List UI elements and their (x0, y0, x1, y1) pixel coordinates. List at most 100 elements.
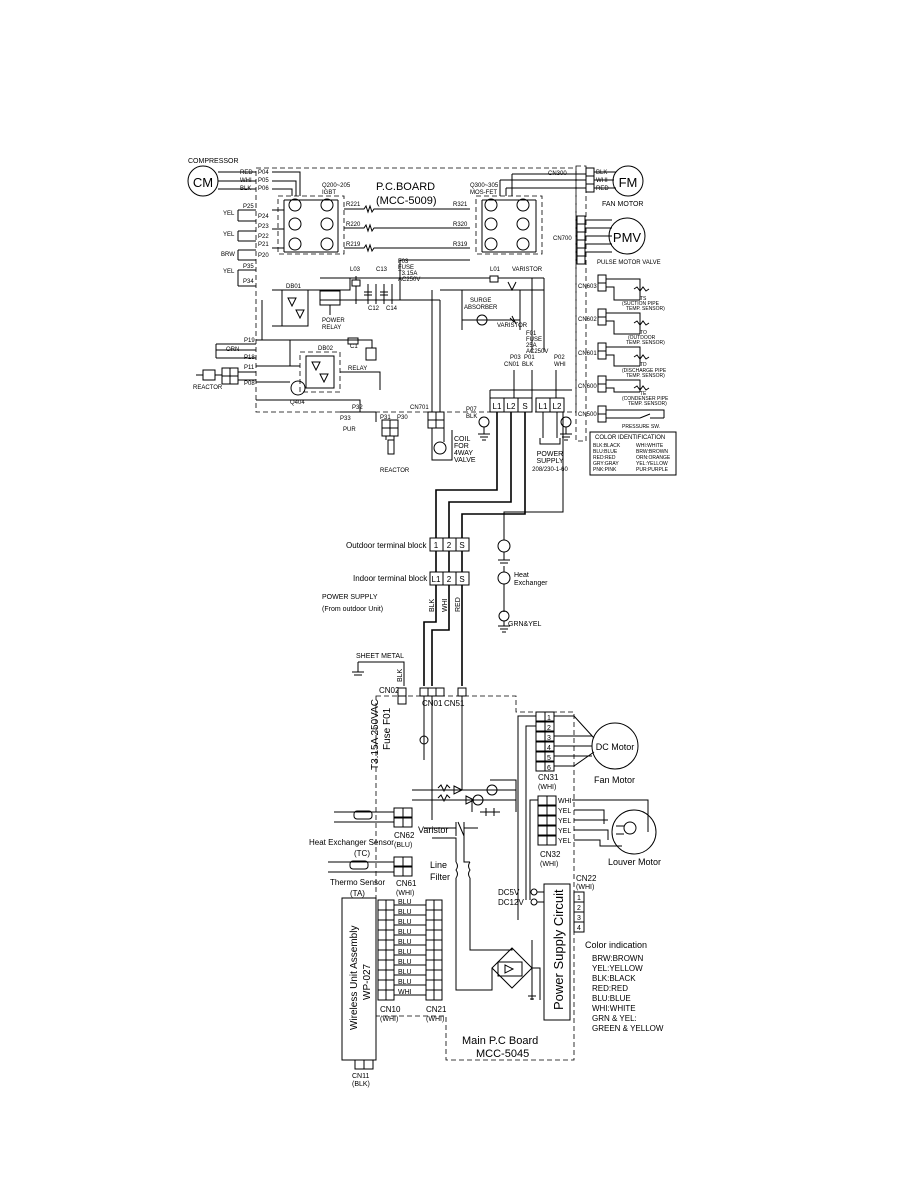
color-id-2-1: ORN:ORANGE (636, 455, 671, 461)
compressor-pin-1: P05 (258, 178, 269, 184)
fan-color-2: RED (596, 186, 609, 192)
pin-p24: P24 (258, 214, 269, 220)
color-id-0-1: WHI:WHITE (636, 443, 664, 449)
pin-p34: P34 (243, 279, 254, 285)
sensor-td-desc-0: (DISCHARGE PIPE (622, 368, 667, 374)
compressor-cm: CM (193, 175, 213, 190)
fuse-f03-2: T3.15A (398, 271, 417, 277)
outdoor-connector-strip (575, 165, 587, 442)
reactor-left-label: REACTOR (193, 385, 223, 391)
reactor-bottom-connector (381, 419, 399, 455)
sensor-to-desc-1: TEMP. SENSOR) (626, 340, 665, 346)
fan-pin-1: 1 (547, 715, 551, 722)
hx-sensor-label: Heat Exchanger Sensor (309, 838, 394, 847)
db01-label: DB01 (286, 284, 302, 290)
fan-motor-label: FAN MOTOR (602, 201, 643, 208)
color-indication-7: GREEN & YELLOW (592, 1024, 664, 1033)
resistor-r219: R219 (346, 242, 361, 248)
terminal-s: S (522, 402, 527, 411)
c1-label: C1 (350, 344, 358, 350)
fan-pin-6: 6 (547, 765, 551, 772)
pin-p23: P23 (258, 224, 269, 230)
terminal-blocks: Outdoor terminal block 1 2 S Indoor term… (322, 412, 564, 686)
p02-whi: WHI (554, 362, 566, 368)
pin-p25: P25 (243, 204, 254, 210)
terminal-l2-b: L2 (553, 402, 562, 411)
heat-exchanger-0: Heat (514, 572, 529, 579)
db01-bridge (281, 289, 309, 327)
cn02-label: CN02 (379, 686, 400, 695)
pin-p22: P22 (258, 234, 269, 240)
louver-motor-rotor (623, 821, 637, 835)
db02-wires (256, 339, 381, 390)
outdoor-tb-ground-symbol (498, 552, 510, 564)
cn62-label: CN62 (394, 831, 415, 840)
igbt-label-0: Q200~205 (322, 183, 351, 189)
fan-pin-3: 3 (547, 735, 551, 742)
fuse-f01-0: F01 (526, 331, 537, 337)
heat-exchanger-1: Exchanger (514, 580, 548, 587)
igbt-label-1: IGBT (322, 190, 336, 196)
pin-p31: P31 (380, 415, 391, 421)
fuse-f03-3: AC250V (398, 277, 420, 283)
dc5v-terminal (530, 888, 538, 896)
fan-to-psc-wires (517, 715, 536, 920)
fan-pin-4: 4 (547, 745, 551, 752)
cn10-connector (377, 899, 426, 1001)
terminal-l1-b: L1 (539, 402, 548, 411)
color-indication-0: BRW:BROWN (592, 954, 643, 963)
pin-p19: P19 (244, 338, 255, 344)
cn22-pin-4: 4 (577, 925, 581, 932)
power-supply-mid: POWER SUPPLY (322, 594, 378, 601)
indoor-power-wires (423, 696, 490, 820)
power-supply-0: POWER (537, 451, 563, 458)
color-yel-2: YEL (223, 232, 235, 238)
fuse-f01-2: 25A (526, 343, 537, 349)
pin-p02: P02 (554, 355, 565, 361)
fan-color-0: BLK (596, 170, 607, 176)
indoor-fan-motor-label: Fan Motor (594, 775, 635, 785)
sensor-cn603: CN603 (578, 284, 597, 290)
igbt-transistors (283, 198, 339, 253)
pin-p32: P32 (352, 405, 363, 411)
outdoor-tb-ground (497, 539, 511, 553)
c12-label: C12 (368, 306, 380, 312)
fan-motor-wires (554, 715, 595, 767)
fan-motor-connector (499, 167, 595, 196)
compressor-color-1: WHI (240, 178, 252, 184)
color-yel-1: YEL (223, 211, 235, 217)
color-id-2-0: RED:RED (593, 455, 616, 461)
color-id-3-1: YEL:YELLOW (636, 461, 668, 467)
wire-color-whi: WHI (442, 598, 449, 612)
cn11-label: CN11 (352, 1073, 369, 1080)
cn10-wire-8: BLU (398, 979, 412, 986)
coil-label-2: 4WAY (454, 450, 473, 457)
outdoor-ground-wire (503, 412, 564, 540)
thermo-sensor-ta: (TA) (350, 889, 365, 898)
color-yel-3: YEL (223, 269, 235, 275)
dc12v-terminal (530, 898, 538, 906)
p07-ground (478, 416, 490, 428)
pmv-connector (576, 215, 612, 265)
relay-coil (365, 347, 377, 361)
q404-transistor (290, 380, 306, 396)
pur-wires (256, 399, 377, 422)
louver-motor-symbol (611, 809, 657, 855)
cn61-color: (WHI) (396, 890, 414, 897)
indoor-terminal-block-label: Indoor terminal block (353, 574, 428, 583)
cn31-color: (WHI) (538, 784, 556, 791)
igbt-resistors: R221 R220 R219 (344, 202, 470, 253)
thermo-sensor-element (349, 860, 369, 870)
compressor-pin-0: P04 (258, 170, 269, 176)
coil-label-1: FOR (454, 443, 469, 450)
pin-p30: P30 (397, 415, 408, 421)
outdoor-to-terminal-wires (435, 412, 526, 538)
itb-2: 2 (447, 575, 452, 584)
cn22-pin-1: 1 (577, 895, 581, 902)
db01-diodes (287, 297, 305, 320)
cn10-wire-1: BLU (398, 909, 412, 916)
wire-color-red: RED (455, 597, 462, 612)
mosfet-transistors (481, 198, 537, 253)
cn31-label: CN31 (538, 773, 559, 782)
